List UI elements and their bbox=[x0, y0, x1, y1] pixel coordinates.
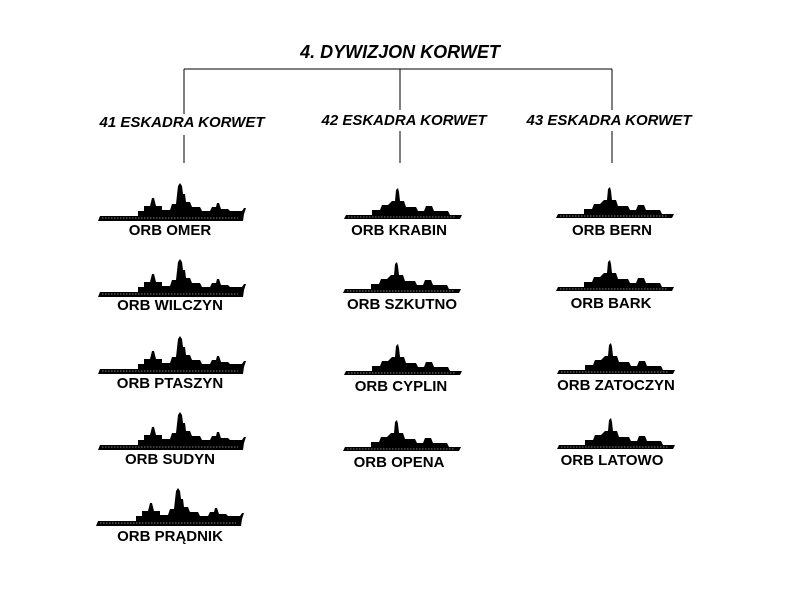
squadron-42-label: 42 ESKADRA KORWET bbox=[321, 112, 487, 129]
squadron-43-label: 43 ESKADRA KORWET bbox=[526, 112, 692, 129]
division-title: 4. DYWIZJON KORWET bbox=[300, 42, 500, 62]
warship-silhouette-icon bbox=[344, 188, 462, 219]
warship-silhouette-icon bbox=[98, 259, 246, 297]
warship-silhouette-icon bbox=[343, 420, 461, 451]
ship-label: ORB SZKUTNO bbox=[347, 296, 457, 313]
warship-silhouette-icon bbox=[557, 343, 675, 374]
ship-label: ORB OPENA bbox=[353, 454, 445, 471]
ship-label: ORB PTASZYN bbox=[116, 375, 224, 392]
ship-label: ORB OMER bbox=[128, 222, 212, 239]
warship-silhouette-icon bbox=[344, 344, 462, 375]
warship-silhouette-icon bbox=[98, 412, 246, 450]
warship-silhouette-icon bbox=[343, 262, 461, 293]
squadron-41-label: 41 ESKADRA KORWET bbox=[99, 114, 265, 131]
ship-label: ORB ZATOCZYN bbox=[557, 377, 675, 394]
warship-silhouette-icon bbox=[556, 260, 674, 291]
warship-silhouette-icon bbox=[556, 187, 674, 218]
ship-label: ORB KRABIN bbox=[351, 222, 447, 239]
ship-label: ORB BERN bbox=[571, 222, 652, 239]
ship-label: ORB CYPLIN bbox=[354, 378, 448, 395]
warship-silhouette-icon bbox=[98, 183, 246, 221]
ships-layer bbox=[96, 183, 675, 526]
ship-label: ORB LATOWO bbox=[560, 452, 664, 469]
warship-silhouette-icon bbox=[557, 418, 675, 449]
warship-silhouette-icon bbox=[96, 488, 244, 526]
ship-label: ORB PRĄDNIK bbox=[117, 528, 223, 545]
warship-silhouette-icon bbox=[98, 336, 246, 374]
ship-label: ORB BARK bbox=[570, 295, 652, 312]
ship-label: ORB SUDYN bbox=[124, 451, 215, 468]
ship-label: ORB WILCZYN bbox=[117, 297, 223, 314]
